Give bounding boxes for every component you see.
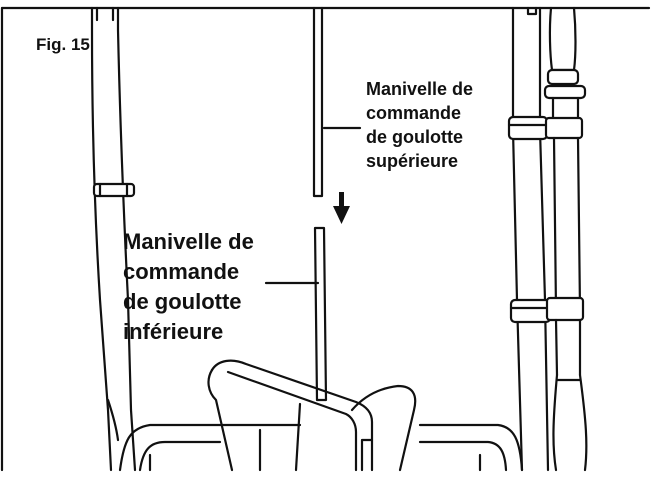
right-crank-knob — [543, 6, 588, 472]
upper-crank-rod — [312, 6, 324, 198]
left-handle-tube — [90, 6, 137, 472]
lower-chute-crank-label: Manivelle de commande de goulotte inféri… — [123, 229, 254, 344]
figure-number-label: Fig. 15 — [36, 35, 90, 54]
chute-assembly — [118, 359, 524, 472]
upper-chute-crank-label: Manivelle de commande de goulotte supéri… — [366, 79, 474, 171]
lower-crank-rod — [313, 226, 328, 402]
down-arrow-icon — [333, 192, 350, 224]
right-handle-tube — [507, 6, 552, 472]
